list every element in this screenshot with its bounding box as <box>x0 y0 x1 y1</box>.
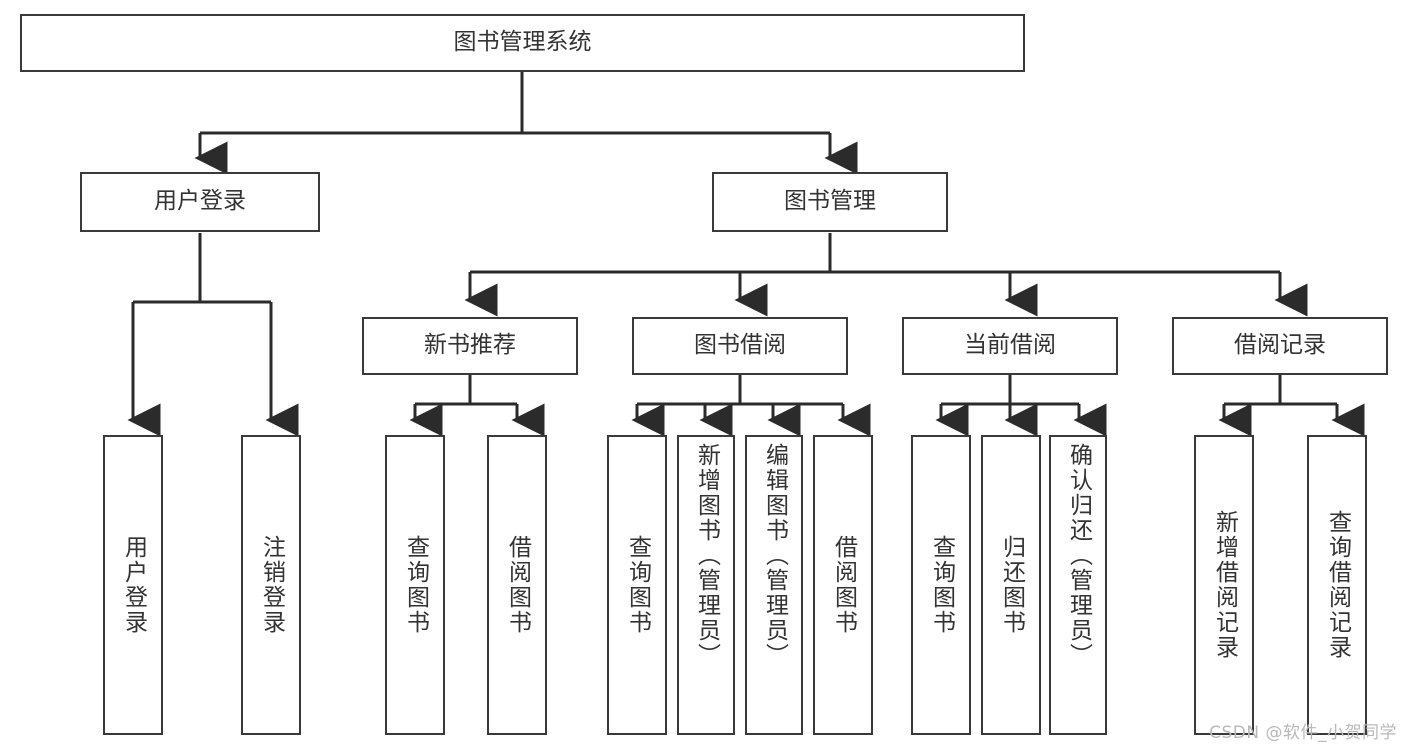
node-new-book-recommend-label: 新书推荐 <box>424 332 516 359</box>
leaf-borrow-book[interactable]: 借阅图书 <box>813 435 873 735</box>
leaf-add-borrow-record-label: 新增借阅记录 <box>1211 510 1238 660</box>
leaf-query-borrow-record[interactable]: 查询借阅记录 <box>1307 435 1367 735</box>
leaf-add-borrow-record[interactable]: 新增借阅记录 <box>1194 435 1254 735</box>
leaf-borrow-book-recommend[interactable]: 借阅图书 <box>487 435 547 735</box>
leaf-borrow-book-label: 借阅图书 <box>830 535 857 635</box>
watermark-text: CSDN @软件_小贺同学 <box>1209 723 1397 743</box>
node-current-borrow-label: 当前借阅 <box>964 332 1056 359</box>
leaf-query-book-current[interactable]: 查询图书 <box>911 435 971 735</box>
node-current-borrow[interactable]: 当前借阅 <box>902 317 1118 375</box>
node-book-borrow-label: 图书借阅 <box>694 332 786 359</box>
leaf-return-book[interactable]: 归还图书 <box>981 435 1041 735</box>
leaf-user-login[interactable]: 用户登录 <box>103 435 163 735</box>
leaf-user-login-label: 用户登录 <box>120 535 147 635</box>
node-user-login[interactable]: 用户登录 <box>80 172 320 232</box>
leaf-query-book-recommend[interactable]: 查询图书 <box>385 435 445 735</box>
node-new-book-recommend[interactable]: 新书推荐 <box>362 317 578 375</box>
node-user-login-label: 用户登录 <box>154 188 246 215</box>
node-book-management[interactable]: 图书管理 <box>712 172 948 232</box>
leaf-add-book-admin-label: 新增图书（管理员） <box>693 443 720 668</box>
leaf-query-book-borrow-label: 查询图书 <box>624 535 651 635</box>
leaf-query-book-current-label: 查询图书 <box>928 535 955 635</box>
leaf-query-book-recommend-label: 查询图书 <box>402 535 429 635</box>
node-root[interactable]: 图书管理系统 <box>20 14 1025 72</box>
leaf-logout[interactable]: 注销登录 <box>241 435 301 735</box>
node-book-management-label: 图书管理 <box>784 188 876 215</box>
leaf-borrow-book-recommend-label: 借阅图书 <box>504 535 531 635</box>
leaf-edit-book-admin[interactable]: 编辑图书（管理员） <box>745 435 803 735</box>
leaf-return-book-label: 归还图书 <box>998 535 1025 635</box>
leaf-query-borrow-record-label: 查询借阅记录 <box>1324 510 1351 660</box>
leaf-query-book-borrow[interactable]: 查询图书 <box>607 435 667 735</box>
leaf-edit-book-admin-label: 编辑图书（管理员） <box>761 443 788 668</box>
leaf-confirm-return-admin[interactable]: 确认归还（管理员） <box>1049 435 1107 735</box>
node-root-label: 图书管理系统 <box>453 29 592 56</box>
node-book-borrow[interactable]: 图书借阅 <box>632 317 848 375</box>
leaf-confirm-return-admin-label: 确认归还（管理员） <box>1065 443 1092 668</box>
leaf-add-book-admin[interactable]: 新增图书（管理员） <box>677 435 735 735</box>
node-borrow-records-label: 借阅记录 <box>1234 332 1326 359</box>
leaf-logout-label: 注销登录 <box>258 535 285 635</box>
node-borrow-records[interactable]: 借阅记录 <box>1172 317 1388 375</box>
